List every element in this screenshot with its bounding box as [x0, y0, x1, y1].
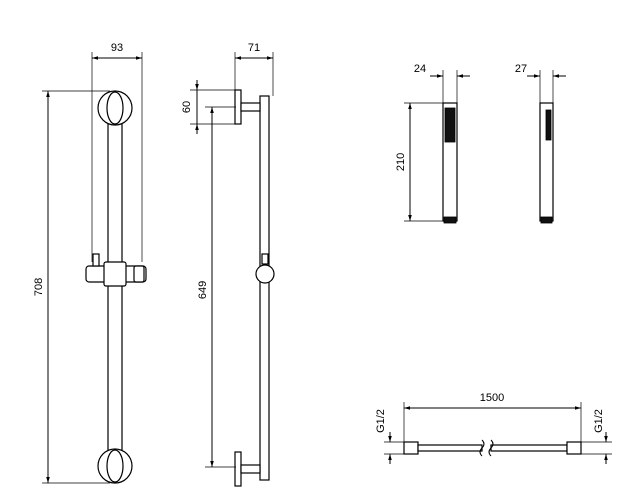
dim-93: 93 — [91, 42, 143, 262]
slider-holder-front — [85, 253, 147, 287]
dim-708: 708 — [33, 90, 110, 484]
dim-1500: 1500 — [403, 392, 582, 442]
dim-71-label: 71 — [248, 42, 260, 54]
dim-27: 27 — [515, 63, 566, 103]
bar-side-rod — [259, 95, 270, 481]
hand-shower-a-spray-face — [444, 107, 456, 143]
dim-24-label: 24 — [414, 63, 426, 75]
slider-knob-side — [255, 264, 275, 284]
dim-708-label: 708 — [33, 278, 45, 296]
dim-649: 649 — [197, 106, 236, 468]
dim-210: 210 — [395, 102, 443, 222]
dim-27-label: 27 — [515, 63, 527, 75]
bottom-bracket-side — [234, 451, 242, 487]
dim-93-label: 93 — [111, 42, 123, 54]
dim-thread-right: G1/2 — [581, 409, 612, 464]
hand-shower-a — [442, 102, 458, 224]
dim-thread-left: G1/2 — [375, 409, 404, 464]
dim-1500-label: 1500 — [480, 392, 504, 404]
dim-210-label: 210 — [395, 153, 407, 171]
hand-shower-b-spray-face — [545, 109, 552, 141]
hand-shower-b — [539, 102, 554, 224]
dim-24: 24 — [414, 63, 470, 103]
thread-left-label: G1/2 — [375, 409, 387, 433]
hose-left-nut — [403, 441, 419, 455]
dim-71: 71 — [234, 42, 274, 96]
dim-649-label: 649 — [197, 281, 209, 299]
hose-right-nut — [566, 441, 582, 455]
slide-bar-front-view — [85, 90, 147, 484]
slide-bar-side-view — [234, 89, 275, 487]
thread-right-label: G1/2 — [593, 409, 605, 433]
dim-60-label: 60 — [181, 101, 193, 113]
shower-hose — [403, 439, 582, 457]
